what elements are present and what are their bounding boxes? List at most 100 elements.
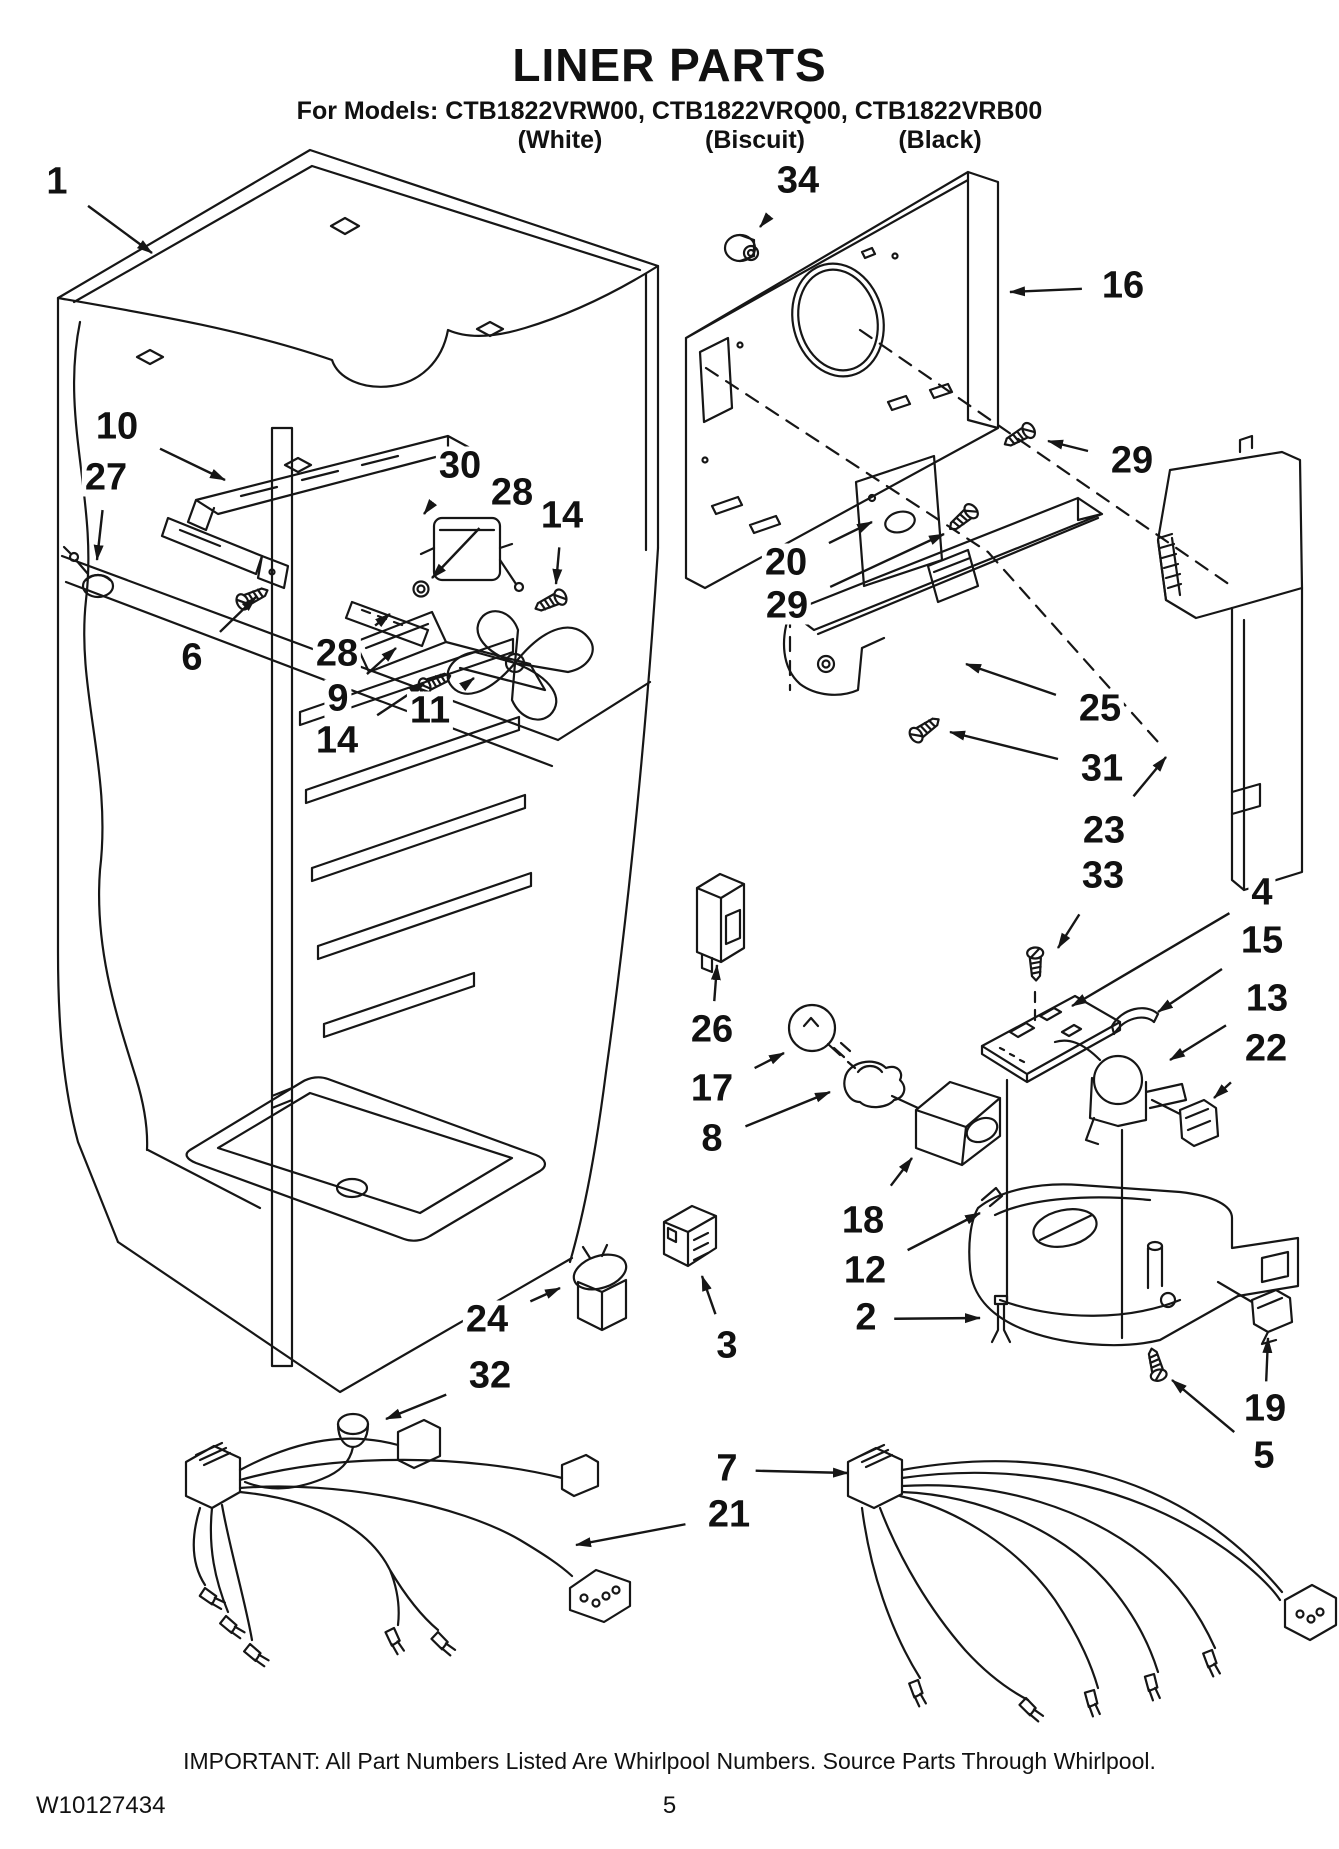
leader-arrow-32 — [385, 1393, 447, 1421]
leader-arrow-14 — [552, 547, 563, 585]
part-callout-23: 23 — [1079, 811, 1129, 850]
thermostat-24 — [572, 1243, 628, 1332]
part-callout-10: 10 — [92, 407, 142, 446]
part-callout-31: 31 — [1077, 749, 1127, 788]
part-callout-13: 13 — [1242, 979, 1292, 1018]
part-callout-33: 33 — [1078, 856, 1128, 895]
part-callout-19: 19 — [1240, 1389, 1290, 1428]
part-callout-29: 29 — [1107, 441, 1157, 480]
part-callout-11: 11 — [406, 691, 454, 730]
fan-opening — [791, 262, 885, 378]
clip-3 — [662, 1204, 718, 1268]
leader-arrow-29 — [1047, 439, 1089, 453]
leader-arrow-13 — [1169, 1024, 1227, 1062]
leader-arrow-1 — [87, 204, 153, 254]
part-callout-27: 27 — [81, 458, 131, 497]
control-housing-12 — [968, 1183, 1300, 1347]
leader-arrow-2 — [894, 1313, 981, 1324]
leader-arrow-27 — [93, 509, 104, 561]
leader-arrow-25 — [965, 662, 1057, 697]
wire-harness-7 — [846, 1443, 1338, 1724]
leader-arrow-12 — [907, 1211, 981, 1252]
leader-arrow-22 — [1213, 1081, 1232, 1099]
shield-9 — [353, 610, 547, 692]
part-callout-28: 28 — [487, 473, 537, 512]
part-callout-25: 25 — [1075, 689, 1125, 728]
part-callout-29: 29 — [762, 586, 812, 625]
part-callout-5: 5 — [1250, 1436, 1278, 1475]
leader-arrow-18 — [889, 1157, 913, 1187]
leader-arrow-5 — [1171, 1379, 1236, 1434]
wire-harness-21 — [184, 1412, 632, 1669]
leader-arrow-15 — [1157, 967, 1223, 1013]
part-callout-4: 4 — [1248, 873, 1276, 912]
leader-arrow-21 — [575, 1523, 686, 1548]
document-number: W10127434 — [36, 1792, 166, 1819]
leader-arrow-30 — [423, 499, 438, 515]
leader-arrow-29 — [829, 532, 945, 588]
light-bulb-17 — [787, 1003, 857, 1070]
vent-diamond — [135, 216, 505, 474]
vent-strip-28 — [344, 600, 430, 648]
leader-arrow-31 — [949, 730, 1059, 761]
leader-arrow-16 — [1009, 286, 1082, 297]
part-callout-15: 15 — [1237, 921, 1287, 960]
part-callout-20: 20 — [761, 543, 811, 582]
footer-important-note: IMPORTANT: All Part Numbers Listed Are W… — [183, 1748, 1156, 1774]
fan-blade-11 — [446, 610, 594, 721]
models-line: For Models: CTB1822VRW00, CTB1822VRQ00, … — [296, 97, 1043, 125]
color-label-biscuit: (Biscuit) — [705, 126, 805, 154]
page-title: LINER PARTS — [512, 39, 827, 91]
part-callout-6: 6 — [178, 638, 206, 677]
clip-19 — [1216, 1280, 1294, 1346]
part-callout-12: 12 — [840, 1251, 890, 1290]
part-callout-30: 30 — [435, 446, 485, 485]
thermostat-13 — [1053, 1039, 1188, 1146]
center-mullion-strip — [270, 426, 294, 1368]
part-callout-24: 24 — [462, 1300, 512, 1339]
lamp-box-18 — [914, 1080, 1002, 1167]
leader-arrow-20 — [828, 520, 873, 545]
leader-arrow-28 — [374, 613, 391, 628]
leader-arrow-3 — [700, 1275, 717, 1315]
shelf-rails — [298, 637, 533, 1039]
plug-knob-27 — [62, 545, 115, 599]
evaporator-cover-23 — [1156, 434, 1304, 892]
leader-arrow-17 — [754, 1051, 785, 1070]
leader-arrow-9 — [366, 647, 397, 675]
bulb-socket-8 — [843, 1060, 920, 1110]
control-parts-group — [695, 872, 1300, 1384]
leader-arrow-24 — [529, 1286, 561, 1303]
switch-22 — [1150, 1098, 1220, 1148]
part-callout-17: 17 — [687, 1069, 737, 1108]
part-callout-32: 32 — [465, 1356, 515, 1395]
leader-arrow-23 — [1132, 756, 1167, 798]
leader-arrow-28 — [431, 527, 481, 579]
part-callout-3: 3 — [713, 1326, 741, 1365]
clip-15 — [1110, 1007, 1160, 1036]
leader-arrow-11 — [459, 677, 475, 692]
page-number: 5 — [662, 1792, 677, 1819]
color-label-black: (Black) — [898, 126, 982, 154]
part-callout-7: 7 — [713, 1449, 741, 1488]
leader-arrow-19 — [1262, 1337, 1273, 1382]
part-callout-8: 8 — [698, 1119, 726, 1158]
leader-arrow-7 — [755, 1467, 849, 1478]
part-callout-16: 16 — [1098, 266, 1148, 305]
color-label-white: (White) — [517, 126, 603, 154]
leader-arrow-14 — [376, 683, 425, 717]
fan-motor-group — [344, 516, 594, 721]
leader-arrow-6 — [219, 596, 257, 633]
part-callout-18: 18 — [838, 1201, 888, 1240]
part-callout-2: 2 — [852, 1298, 880, 1337]
leader-arrow-4 — [1071, 912, 1231, 1008]
part-callout-21: 21 — [704, 1495, 754, 1534]
part-callout-1: 1 — [43, 162, 71, 201]
part-callout-14: 14 — [537, 496, 587, 535]
leader-arrow-33 — [1056, 913, 1081, 949]
part-callout-34: 34 — [773, 161, 823, 200]
control-board-4 — [980, 994, 1122, 1084]
leader-arrow-10 — [159, 447, 226, 482]
